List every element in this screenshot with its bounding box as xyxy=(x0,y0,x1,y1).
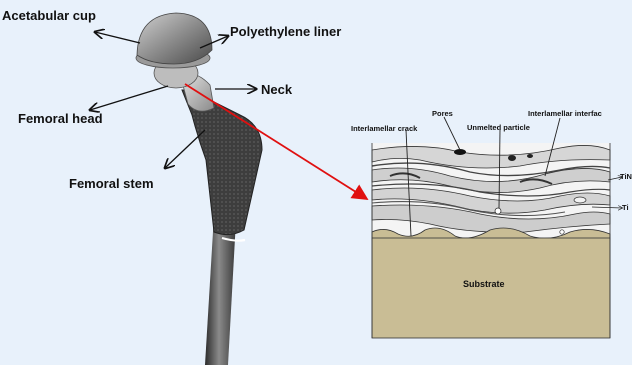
coating-cross-section xyxy=(372,117,622,338)
cup-arrow xyxy=(95,32,140,43)
label-neck: Neck xyxy=(261,82,292,97)
head-arrow xyxy=(90,86,168,110)
label-femoral-stem: Femoral stem xyxy=(69,176,154,191)
label-unmelted-particle: Unmelted particle xyxy=(467,123,530,132)
stem-coated-body xyxy=(182,90,262,235)
label-acetabular-cup: Acetabular cup xyxy=(2,8,96,23)
stem-rod xyxy=(205,215,236,365)
cup-shape xyxy=(137,13,212,64)
label-substrate: Substrate xyxy=(463,279,505,289)
label-femoral-head: Femoral head xyxy=(18,111,103,126)
label-interlamellar-interface: Interlamellar interfac xyxy=(528,109,602,118)
label-ti-layer-1: TiN xyxy=(620,172,632,181)
label-polyethylene-liner: Polyethylene liner xyxy=(230,24,341,39)
stem-arrow xyxy=(165,130,205,168)
label-ti-layer-2: Ti xyxy=(622,203,629,212)
label-pores: Pores xyxy=(432,109,453,118)
label-interlamellar-crack: Interlamellar crack xyxy=(351,124,417,133)
